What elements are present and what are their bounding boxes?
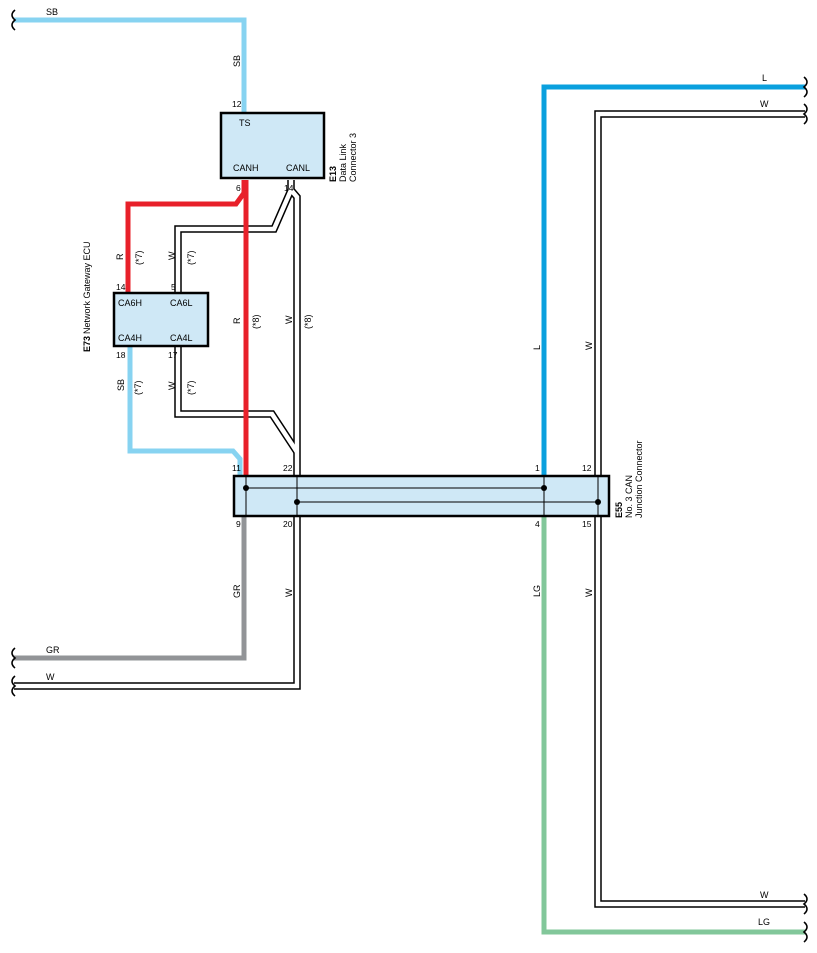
e13-data-link-connector-box	[219, 111, 326, 180]
junction-internal-bus	[245, 476, 599, 516]
wire-label-sb-lower: SB	[116, 379, 126, 391]
break-mark-gr-left	[11, 647, 17, 669]
wire-label-r-main: R	[232, 317, 242, 324]
e73-pin-ca4l: 17	[168, 350, 178, 360]
junction-nodes	[243, 485, 601, 505]
wire-label-w-bottom-left: W	[46, 672, 55, 682]
wire-label-w-left-lower: W	[284, 588, 294, 597]
e73-pin-ca4h: 18	[116, 350, 126, 360]
wire-label-r-main-note: (*8)	[251, 314, 261, 329]
e55-pin-22: 22	[283, 463, 293, 473]
e73-pin-ca6l: 5	[171, 282, 176, 292]
e13-name-line1: Data Link	[338, 143, 348, 182]
e13-ts-label: TS	[239, 118, 251, 128]
e73-pin-ca6h: 14	[116, 282, 126, 292]
e55-pin-1: 1	[535, 463, 540, 473]
wire-break-marks	[11, 9, 808, 943]
wire-label-w-right-upper: W	[584, 341, 594, 350]
e73-name-text: Network Gateway ECU	[82, 241, 92, 334]
e73-name: E73 Network Gateway ECU	[82, 241, 92, 352]
e13-name-line2: Connector 3	[348, 133, 358, 182]
e73-ca6l-label: CA6L	[170, 298, 193, 308]
wire-label-r-ecu-note: (*7)	[134, 250, 144, 265]
break-mark-w-left	[11, 675, 17, 697]
e55-pin-12: 12	[582, 463, 592, 473]
break-mark-w-right-top	[802, 103, 808, 125]
w-wire-junction-12-to-right-top	[594, 110, 805, 476]
wire-label-sb-vertical: SB	[232, 55, 242, 67]
break-mark-lg-right	[802, 921, 808, 943]
e13-name: E13 Data Link Connector 3	[328, 133, 358, 182]
junction-node-11	[243, 485, 249, 491]
w-wire-ca4l-to-junction-22-fill	[175, 346, 299, 454]
e73-ca6h-label: CA6H	[118, 298, 142, 308]
wire-label-w-main: W	[284, 315, 294, 324]
w-wire-junction-20-to-left-fill	[14, 516, 300, 689]
sb-wire-top	[14, 17, 247, 113]
wire-label-w-lower-note: (*7)	[186, 380, 196, 395]
e55-name-line2: Junction Connector	[634, 440, 644, 518]
wire-label-w-ecu-note: (*7)	[186, 250, 196, 265]
wire-label-w-ecu: W	[167, 251, 177, 260]
wire-label-w-bottom-right: W	[760, 890, 769, 900]
e13-canl-label: CANL	[286, 163, 310, 173]
wire-label-gr-bottom: GR	[46, 645, 60, 655]
w-wire-ca4l-to-junction-22	[174, 346, 301, 455]
w-wire-junction-15-to-right-bottom-fill	[595, 516, 805, 907]
wire-label-w-right-lower: W	[584, 588, 594, 597]
sb-wire-ca4h-to-junction-11	[127, 346, 243, 476]
wire-label-l-vertical: L	[532, 345, 542, 350]
break-mark-l-right	[802, 76, 808, 98]
e55-pin-9: 9	[236, 519, 241, 529]
e55-name-line1: No. 3 CAN	[624, 475, 634, 518]
e55-pin-11: 11	[232, 463, 241, 473]
wire-label-lg-vertical: LG	[532, 585, 542, 597]
break-mark-sb-top-left	[11, 9, 17, 31]
e13-canh-label: CANH	[233, 163, 259, 173]
e55-junction-connector-box	[232, 474, 611, 518]
wire-label-w-main-note: (*8)	[303, 314, 313, 329]
wire-label-sb-lower-note: (*7)	[133, 380, 143, 395]
e13-code: E13	[328, 166, 338, 182]
e13-pin-ts: 12	[232, 99, 242, 109]
wire-label-r-ecu: R	[115, 253, 125, 260]
break-mark-w-right-bottom	[802, 893, 808, 915]
vertical-wire-labels: SB R (*7) W (*7) R (*8) W (*8) SB (*7) W…	[115, 55, 594, 598]
r-wire-canh-to-ca6h	[125, 180, 247, 293]
w-wires	[14, 110, 805, 908]
e73-network-gateway-ecu-box	[112, 291, 210, 348]
w-wire-junction-15-to-right-bottom	[594, 516, 805, 908]
pin-numbers: 12 6 14 14 5 18 17 11 22 1 12 9 20 4 15	[116, 99, 592, 529]
e55-name: E55 No. 3 CAN Junction Connector	[614, 440, 644, 518]
e73-ca4l-label: CA4L	[170, 333, 193, 343]
l-wire-junction-1-to-right-top	[541, 84, 805, 476]
e73-code: E73	[82, 336, 92, 352]
junction-node-12	[595, 499, 601, 505]
wire-label-l-top: L	[762, 73, 767, 83]
w-wire-junction-12-to-right-top-fill	[595, 111, 805, 476]
junction-node-1	[541, 485, 547, 491]
wire-label-w-lower: W	[167, 381, 177, 390]
e55-code: E55	[614, 502, 624, 518]
e55-pin-4: 4	[535, 519, 540, 529]
wire-label-gr-vertical: GR	[232, 584, 242, 598]
w-wire-canl-to-ca6l-fill	[175, 189, 294, 293]
wire-label-lg-bottom: LG	[758, 917, 770, 927]
colored-wires	[14, 17, 805, 935]
lg-wire-junction-4-to-right-bottom	[541, 516, 805, 935]
e55-pin-20: 20	[283, 519, 293, 529]
w-wire-fills	[14, 111, 805, 907]
gr-wire-junction-9-to-left	[14, 516, 247, 661]
e13-pin-canl: 14	[284, 183, 294, 193]
e13-pin-canh: 6	[236, 183, 241, 193]
e55-pin-15: 15	[582, 519, 592, 529]
wire-label-sb-top: SB	[46, 7, 58, 17]
w-wire-canl-to-junction-22-fill	[288, 180, 300, 476]
junction-node-22	[294, 499, 300, 505]
e73-ca4h-label: CA4H	[118, 333, 142, 343]
wire-label-w-top-right: W	[760, 99, 769, 109]
